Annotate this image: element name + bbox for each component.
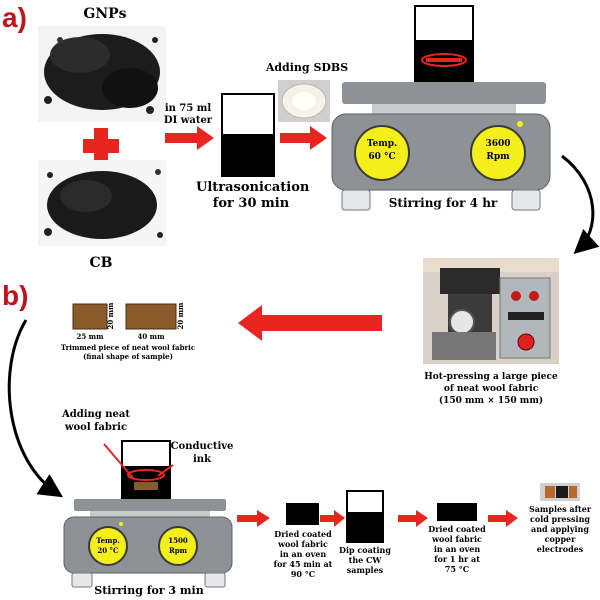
dim-25mm: 25 mm xyxy=(76,332,104,341)
samples-image xyxy=(540,483,580,501)
arrow-sdbs xyxy=(280,126,327,150)
coated-fabric-2 xyxy=(437,503,477,521)
dip-line-1: Dip coating xyxy=(339,545,391,555)
samples-line-5: electrodes xyxy=(536,544,584,554)
stirrer-top xyxy=(331,5,551,211)
temp-value-top: 60 °C xyxy=(368,152,396,162)
trimmed-fabric xyxy=(72,303,177,330)
coated-fabric-1 xyxy=(286,503,319,525)
panel-label-a: a) xyxy=(2,2,27,33)
samples-line-2: cold pressing xyxy=(530,514,590,524)
cb-label: CB xyxy=(89,255,113,271)
hot-press-caption-2: of neat wool fabric xyxy=(443,384,539,394)
dried2-line-2: wool fabric xyxy=(432,534,482,544)
panel-label-b: b) xyxy=(2,280,29,311)
plus-icon xyxy=(83,128,119,164)
curved-arrow-left xyxy=(7,319,64,498)
adding-wool-label-2: wool fabric xyxy=(64,422,128,433)
dim-40mm: 40 mm xyxy=(137,332,165,341)
samples-line-3: and applying xyxy=(531,524,589,534)
samples-line-4: copper xyxy=(544,534,576,544)
rpm-label-top: Rpm xyxy=(486,152,510,162)
ultrasonication-label-1: Ultrasonication xyxy=(196,180,310,195)
temp-label-top: Temp. xyxy=(366,139,398,149)
trimmed-caption-1: Trimmed piece of neat wool fabric xyxy=(60,343,196,352)
dried2-line-1: Dried coated xyxy=(428,524,486,534)
dried2-line-3: in an oven xyxy=(433,544,481,554)
dried1-line-3: in an oven xyxy=(279,549,327,559)
hot-press-image xyxy=(423,258,559,364)
arrow-dip xyxy=(320,510,345,527)
arrow-samples xyxy=(488,510,518,527)
temp-value-bottom: 20 °C xyxy=(97,546,119,555)
ultrasonication-label-2: for 30 min xyxy=(212,196,290,211)
beaker-dip xyxy=(346,490,384,543)
dip-line-2: the CW xyxy=(348,555,382,565)
arrow-left xyxy=(238,305,382,341)
hot-press-caption-1: Hot-pressing a large piece xyxy=(424,372,558,382)
dried1-line-5: 90 °C xyxy=(290,569,316,579)
conductive-ink-label-1: Conductive xyxy=(170,441,234,452)
rpm-value-top: 3600 xyxy=(485,139,511,149)
dried2-line-5: 75 °C xyxy=(444,564,470,574)
dip-line-3: samples xyxy=(346,565,384,575)
arrow-dry2 xyxy=(398,510,428,527)
dried2-line-4: for 1 hr at xyxy=(434,554,480,564)
water-label-1: in 75 ml xyxy=(164,103,212,114)
trimmed-caption-2: (final shape of sample) xyxy=(83,352,173,361)
gnps-image xyxy=(38,26,166,122)
dried1-line-2: wool fabric xyxy=(278,539,328,549)
dried1-line-1: Dried coated xyxy=(274,529,332,539)
beaker-ultrasonication xyxy=(221,93,275,177)
arrow-water xyxy=(165,126,214,150)
stirrer-bottom xyxy=(63,440,233,588)
conductive-ink-label-2: ink xyxy=(193,454,211,465)
dim-20mm-b: 20 mm xyxy=(175,302,185,330)
gnps-label: GNPs xyxy=(83,6,127,22)
water-label-2: DI water xyxy=(163,115,213,126)
temp-label-bottom: Temp. xyxy=(96,536,120,545)
dim-20mm-a: 20 mm xyxy=(105,302,115,330)
samples-line-1: Samples after xyxy=(528,504,592,514)
hot-press-caption-3: (150 mm × 150 mm) xyxy=(438,396,544,406)
stirring-4hr-label: Stirring for 4 hr xyxy=(388,196,498,210)
sdbs-label: Adding SDBS xyxy=(265,61,349,74)
cb-image xyxy=(38,160,166,246)
arrow-dry1 xyxy=(237,510,270,527)
rpm-label-bottom: Rpm xyxy=(168,546,188,555)
adding-wool-label-1: Adding neat xyxy=(61,409,131,420)
dried1-line-4: for 45 min at xyxy=(273,559,333,569)
sdbs-image xyxy=(278,80,330,122)
stirring-3min-label: Stirring for 3 min xyxy=(94,584,204,597)
curved-arrow-right xyxy=(561,154,600,255)
rpm-value-bottom: 1500 xyxy=(168,536,188,545)
